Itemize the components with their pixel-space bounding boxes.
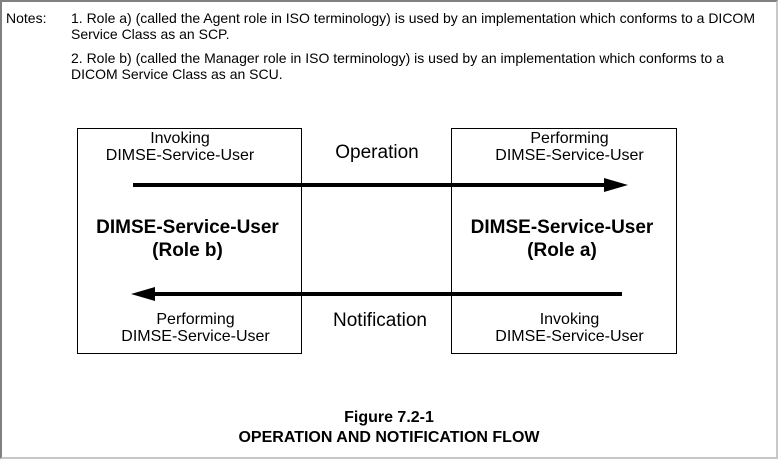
right-box-title-line2: (Role a) — [527, 240, 597, 261]
operation-arrow-line — [133, 183, 605, 187]
left-top-label-line2: DIMSE-Service-User — [105, 147, 255, 164]
notification-arrowhead-icon — [131, 287, 155, 301]
left-bottom-label-line2: DIMSE-Service-User — [121, 328, 270, 345]
operation-label: Operation — [335, 142, 419, 163]
right-top-label: Performing DIMSE-Service-User — [457, 130, 682, 164]
left-bottom-label-line1: Performing — [156, 311, 235, 328]
figure-number: Figure 7.2-1 — [344, 409, 434, 426]
notification-label: Notification — [333, 310, 427, 331]
figure-title: OPERATION AND NOTIFICATION FLOW — [238, 429, 540, 446]
right-box-title-line1: DIMSE-Service-User — [470, 217, 654, 238]
right-bottom-label-line1: Invoking — [539, 311, 600, 328]
left-bottom-label: Performing DIMSE-Service-User — [83, 311, 308, 345]
left-box-title: DIMSE-Service-User (Role b) — [77, 216, 298, 262]
left-top-label: Invoking DIMSE-Service-User — [77, 130, 283, 164]
right-box-title: DIMSE-Service-User (Role a) — [451, 216, 673, 262]
right-service-user-box — [451, 128, 677, 354]
notes-label: Notes: — [6, 10, 47, 26]
left-top-label-line1: Invoking — [150, 130, 210, 147]
notification-arrow-line — [154, 292, 622, 296]
note-item-2: 2. Role b) (called the Manager role in I… — [71, 50, 724, 82]
left-service-user-box — [77, 128, 302, 354]
right-top-label-line2: DIMSE-Service-User — [495, 147, 644, 164]
right-top-label-line1: Performing — [530, 130, 609, 147]
operation-arrowhead-icon — [604, 178, 628, 192]
right-bottom-label-line2: DIMSE-Service-User — [495, 328, 644, 345]
right-bottom-label: Invoking DIMSE-Service-User — [457, 311, 682, 345]
left-box-title-line1: DIMSE-Service-User — [96, 217, 279, 238]
left-box-title-line2: (Role b) — [152, 240, 223, 261]
note-item-1: 1. Role a) (called the Agent role in ISO… — [71, 10, 755, 42]
